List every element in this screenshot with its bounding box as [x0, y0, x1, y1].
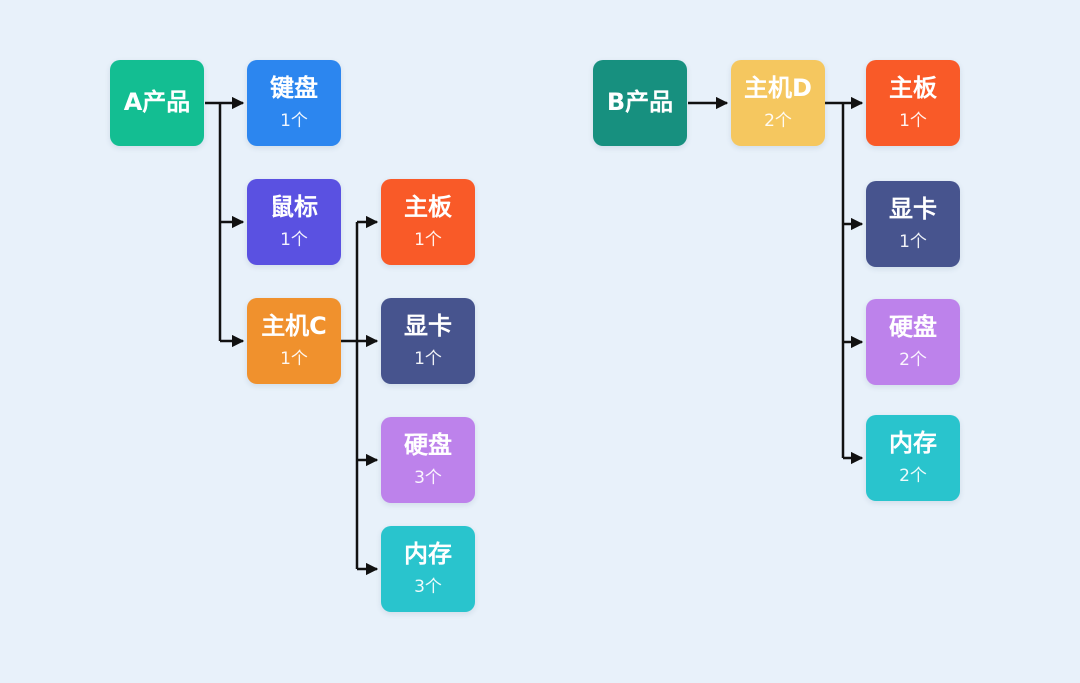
node-label: A产品: [123, 88, 191, 117]
node-memory-right[interactable]: 内存 2个: [866, 415, 960, 501]
node-b-product[interactable]: B产品: [593, 60, 687, 146]
node-count: 2个: [764, 111, 792, 132]
node-host-c[interactable]: 主机C 1个: [247, 298, 341, 384]
node-count: 3个: [414, 468, 442, 489]
node-label: 内存: [404, 539, 452, 568]
node-count: 2个: [899, 466, 927, 487]
node-host-d[interactable]: 主机D 2个: [731, 60, 825, 146]
node-label: B产品: [606, 88, 674, 117]
node-memory-left[interactable]: 内存 3个: [381, 526, 475, 612]
node-label: 显卡: [889, 194, 937, 223]
node-label: 鼠标: [270, 192, 318, 221]
node-label: 主机D: [744, 73, 812, 102]
node-mainboard-left[interactable]: 主板 1个: [381, 179, 475, 265]
node-count: 1个: [899, 232, 927, 253]
node-keyboard[interactable]: 键盘 1个: [247, 60, 341, 146]
node-count: 3个: [414, 577, 442, 598]
node-label: 主板: [404, 192, 452, 221]
node-hard-disk-left[interactable]: 硬盘 3个: [381, 417, 475, 503]
node-gpu-left[interactable]: 显卡 1个: [381, 298, 475, 384]
node-a-product[interactable]: A产品: [110, 60, 204, 146]
node-label: 内存: [889, 428, 937, 457]
node-label: 硬盘: [404, 430, 452, 459]
node-label: 键盘: [270, 73, 318, 102]
node-count: 1个: [899, 111, 927, 132]
node-count: 2个: [899, 350, 927, 371]
node-count: 1个: [414, 349, 442, 370]
node-mouse[interactable]: 鼠标 1个: [247, 179, 341, 265]
node-label: 显卡: [404, 311, 452, 340]
node-count: 1个: [280, 111, 308, 132]
node-label: 主机C: [261, 311, 327, 340]
node-count: 1个: [414, 230, 442, 251]
node-count: 1个: [280, 349, 308, 370]
node-gpu-right[interactable]: 显卡 1个: [866, 181, 960, 267]
node-hard-disk-right[interactable]: 硬盘 2个: [866, 299, 960, 385]
node-count: 1个: [280, 230, 308, 251]
node-label: 主板: [889, 73, 937, 102]
node-label: 硬盘: [889, 312, 937, 341]
node-mainboard-right[interactable]: 主板 1个: [866, 60, 960, 146]
